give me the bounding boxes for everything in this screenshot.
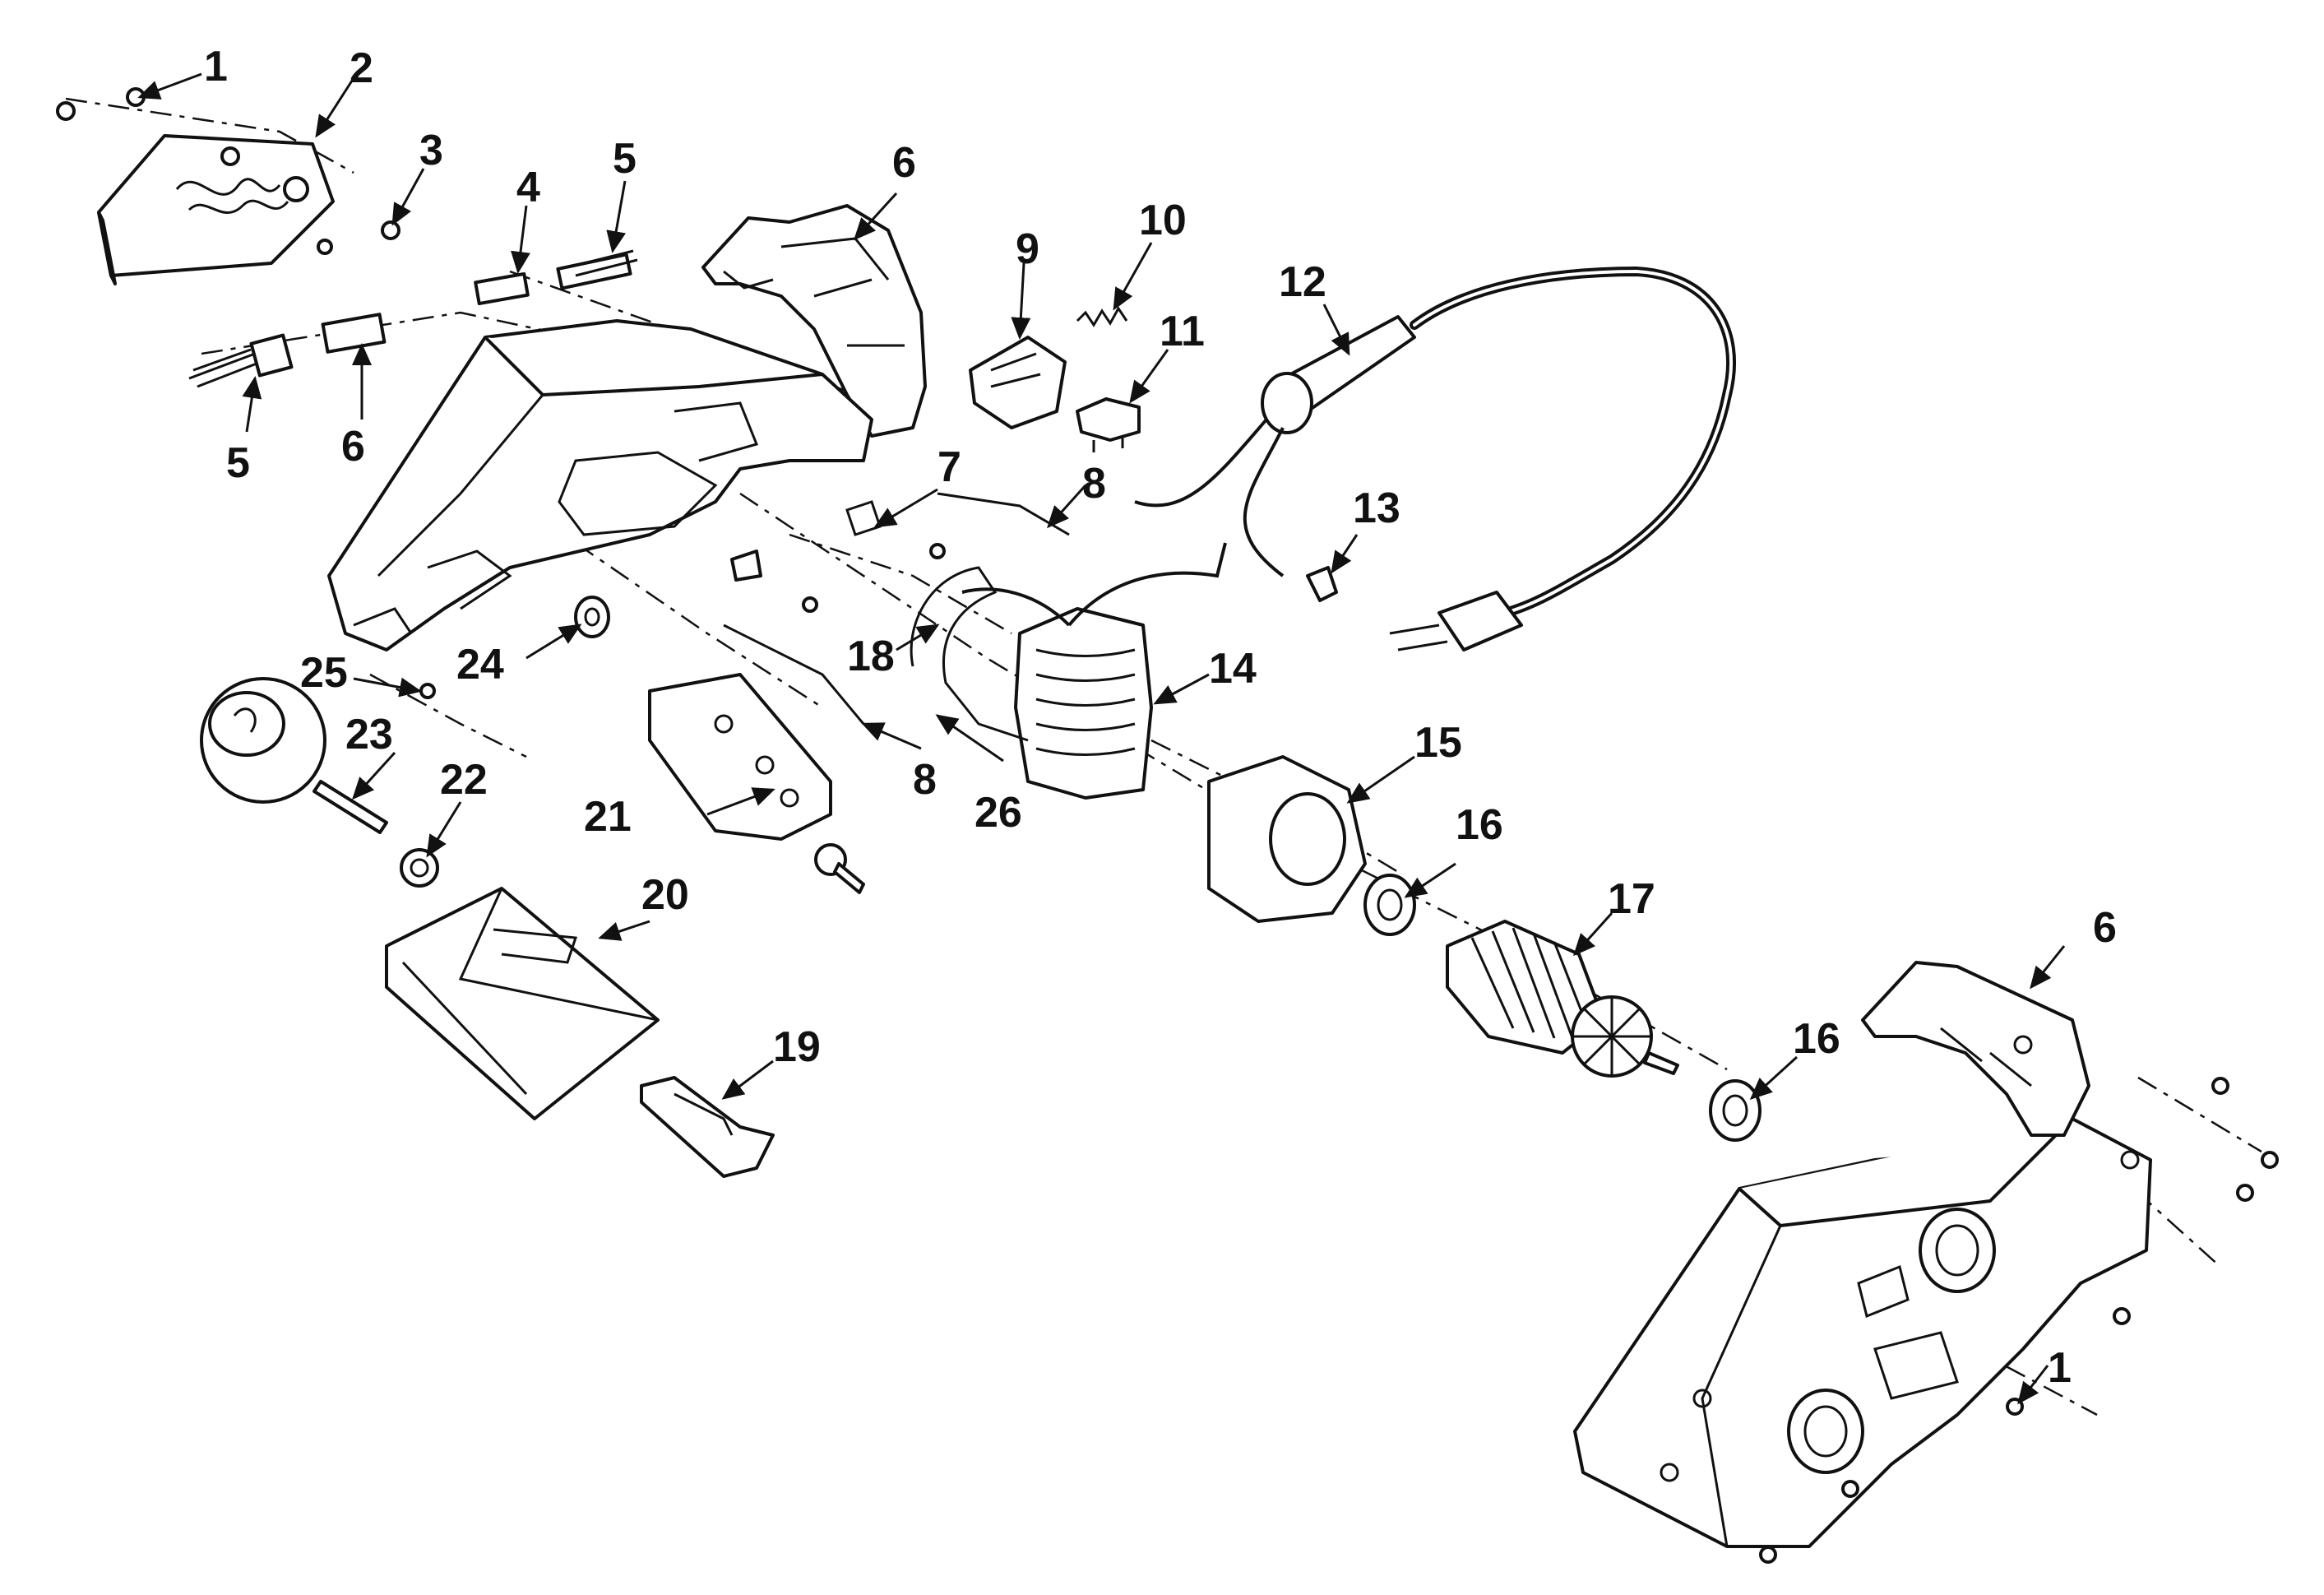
retaining-ring [400,848,439,888]
brush-cover-plate [56,87,400,285]
label-8-lower: 8 [913,756,937,804]
label-6-left: 6 [341,423,365,471]
label-6-top-handle: 6 [892,139,916,187]
base-shoe [385,887,660,1120]
label-25: 25 [300,649,348,697]
bearing-front [1363,874,1416,936]
switch [969,336,1067,429]
pin [419,683,436,699]
power-cord [1134,266,1736,651]
label-19: 19 [773,1023,821,1071]
label-8-upper: 8 [1082,460,1106,508]
leader-lines [137,72,2066,1405]
wire-nut [1306,566,1338,602]
stator-sleeve [1207,755,1367,923]
label-20: 20 [641,871,689,919]
armature [1446,920,1679,1078]
cutter-head [648,673,865,894]
bearing-rear [1709,1079,1762,1142]
label-16-front: 16 [1456,801,1503,849]
label-1-top: 1 [204,43,228,90]
wire-loop [910,566,1029,742]
label-10: 10 [1139,197,1187,244]
label-12: 12 [1279,258,1326,306]
main-housing [327,319,873,651]
label-9: 9 [1016,225,1039,273]
bushing [574,596,610,638]
depth-knob [200,677,388,834]
terminal-block [1076,397,1141,452]
top-handle-lower [1861,961,2090,1137]
field-coil [961,542,1227,800]
label-5-top: 5 [613,135,637,183]
screws [1759,1077,2279,1564]
label-21: 21 [584,793,632,841]
label-5-left: 5 [226,439,250,487]
label-4: 4 [516,164,540,211]
label-24: 24 [456,641,504,689]
label-11: 11 [1160,308,1205,355]
label-17: 17 [1608,875,1655,923]
label-1-lower: 1 [2048,1344,2072,1392]
blade-guard [640,1076,775,1178]
label-18: 18 [847,633,895,680]
brackets-and-springs [723,492,1070,725]
label-16-rear: 16 [1793,1015,1840,1063]
label-14: 14 [1209,645,1257,693]
brush-assemblies [188,249,638,388]
label-7: 7 [937,443,961,491]
label-23: 23 [345,711,393,758]
label-3: 3 [419,127,443,174]
spring [1076,306,1128,327]
side-housing [1573,1117,2152,1548]
label-15: 15 [1414,719,1462,767]
label-2: 2 [350,44,373,92]
part-labels: 1 2 3 4 5 6 5 6 7 8 9 10 11 12 13 14 15 … [204,43,2117,1392]
label-6-lower-handle: 6 [2093,904,2117,952]
label-13: 13 [1353,485,1400,532]
label-22: 22 [440,756,488,804]
label-26: 26 [975,789,1022,837]
